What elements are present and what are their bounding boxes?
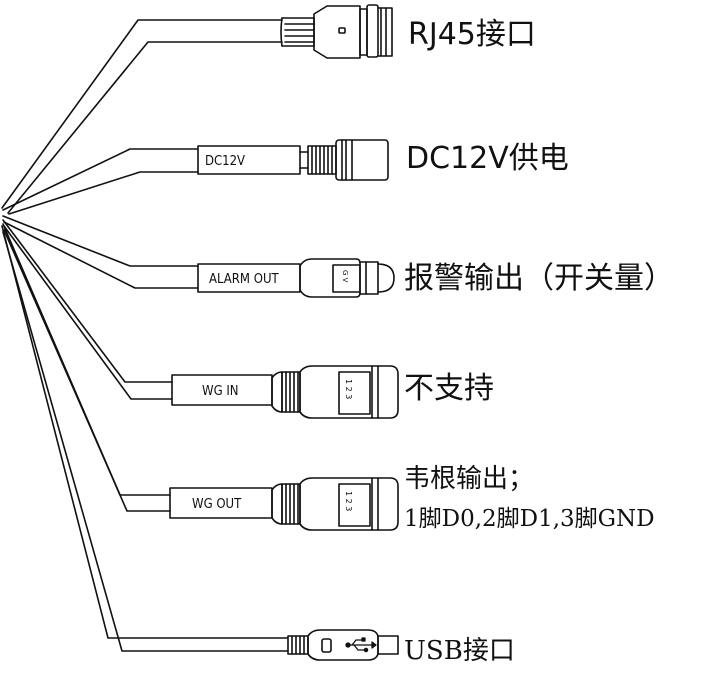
wire-alarm (2, 215, 199, 289)
alarm-tag: ALARM OUT (209, 272, 280, 287)
wire-dc12v (2, 148, 199, 215)
wg-in-pins: 1 2 3 (344, 379, 353, 399)
wg-in-connector (171, 365, 399, 419)
alarm-connector (197, 258, 395, 298)
wg-in-tag: WG IN (202, 384, 239, 399)
wire-usb (1, 225, 289, 652)
alarm-label: 报警输出（开关量） (404, 261, 674, 296)
wg-out-pins: 1 2 3 (344, 491, 353, 511)
wg-out-connector (169, 477, 399, 531)
dc12v-label: DC12V供电 (406, 141, 569, 176)
wg-out-label-line2: 1脚D0,2脚D1,3脚GND (404, 506, 655, 532)
dc12v-connector (197, 139, 389, 181)
usb-connector (287, 629, 399, 661)
alarm-pins: G V (341, 270, 349, 283)
wire-wg-in (2, 219, 173, 400)
usb-label: USB接口 (404, 636, 515, 666)
dc12v-tag: DC12V (205, 154, 245, 169)
wg-out-label-line1: 韦根输出； (404, 464, 535, 494)
wire-wg-out (2, 223, 171, 512)
rj45-connector (280, 4, 393, 59)
wg-out-tag: WG OUT (192, 497, 242, 512)
wire-rj45 (1, 19, 283, 214)
usb-symbol-icon (345, 637, 377, 653)
wg-in-label: 不支持 (404, 371, 494, 406)
rj45-label: RJ45接口 (408, 17, 536, 52)
